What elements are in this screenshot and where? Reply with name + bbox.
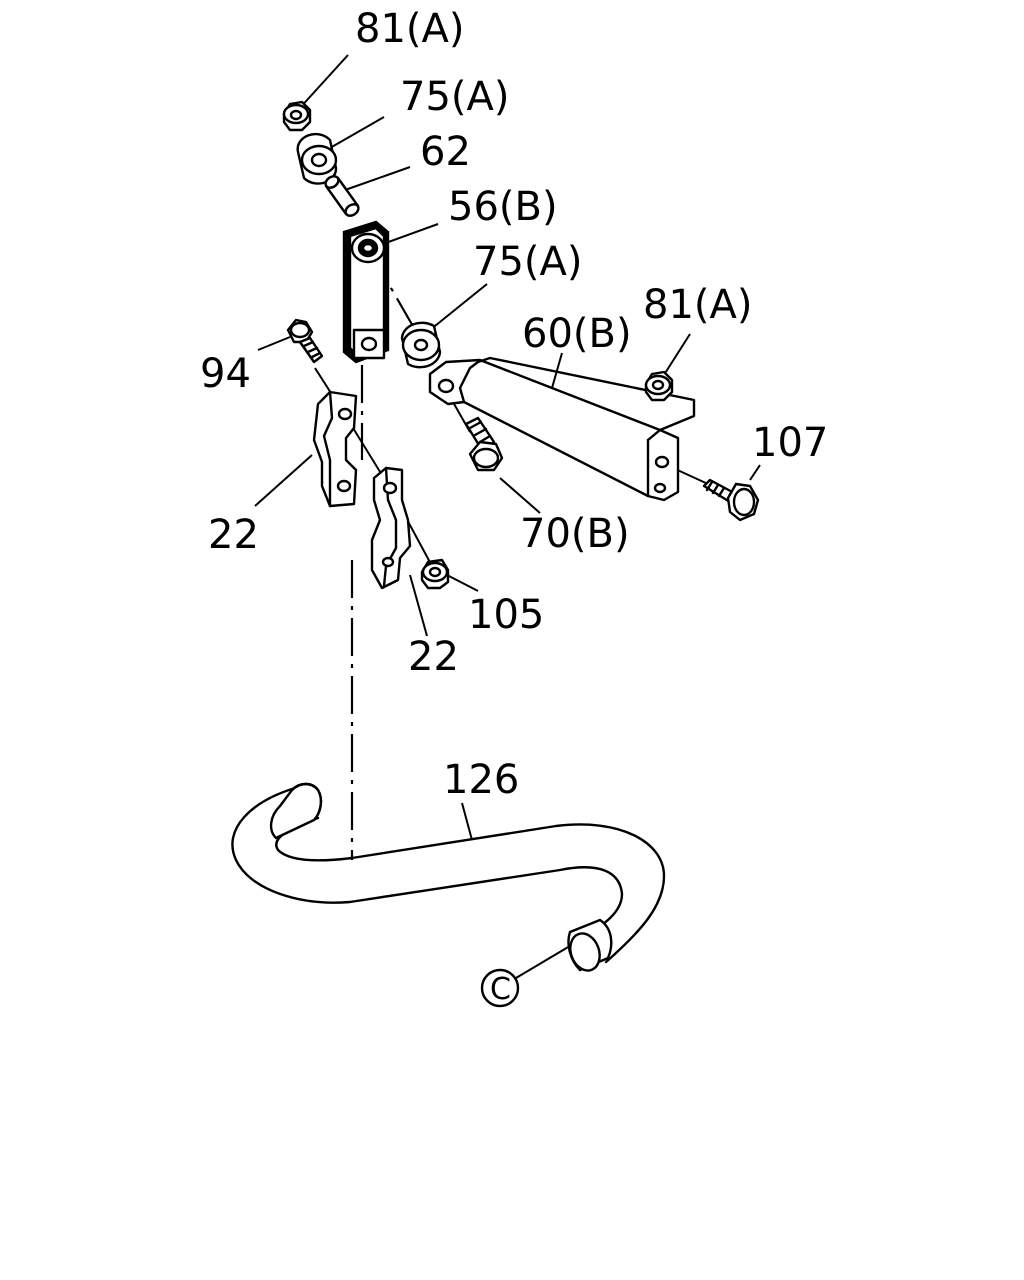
callout-94: 94 — [200, 351, 251, 397]
callout-22-bottom: 22 — [408, 634, 459, 680]
callout-75a-top: 75(A) — [400, 74, 509, 120]
clamp-22-bottom-icon — [370, 466, 412, 590]
callout-62: 62 — [420, 129, 471, 175]
nut-81a-top-icon — [282, 100, 312, 132]
callout-60b: 60(B) — [522, 311, 632, 357]
stabilizer-bar-126-icon — [231, 782, 666, 972]
reference-c-marker: C — [480, 968, 520, 1008]
callout-105: 105 — [468, 592, 544, 638]
link-56b-icon — [342, 220, 390, 364]
bushing-75a-top-icon — [296, 132, 338, 185]
callout-75a-mid: 75(A) — [473, 239, 582, 285]
callout-labels: 81(A) 75(A) 62 56(B) 75(A) 60(B) 81(A) 9… — [200, 6, 828, 803]
callout-107: 107 — [752, 420, 828, 466]
reference-c-label: C — [490, 972, 511, 1007]
pin-62-icon — [324, 175, 360, 217]
clamp-22-left-icon — [312, 390, 358, 508]
nut-105-icon — [420, 558, 450, 590]
callout-22-left: 22 — [208, 512, 259, 558]
bushing-75a-mid-icon — [400, 321, 442, 369]
callout-81a-right: 81(A) — [643, 282, 752, 328]
bolt-107-icon — [702, 478, 760, 522]
callout-81a-top: 81(A) — [355, 6, 464, 52]
nut-81a-right-icon — [644, 370, 674, 402]
bolt-70b-icon — [464, 416, 504, 472]
bolt-94-icon — [286, 318, 324, 364]
callout-70b: 70(B) — [520, 511, 630, 557]
callout-56b: 56(B) — [448, 184, 558, 230]
callout-126: 126 — [443, 757, 519, 803]
bracket-60b-icon — [428, 356, 696, 502]
